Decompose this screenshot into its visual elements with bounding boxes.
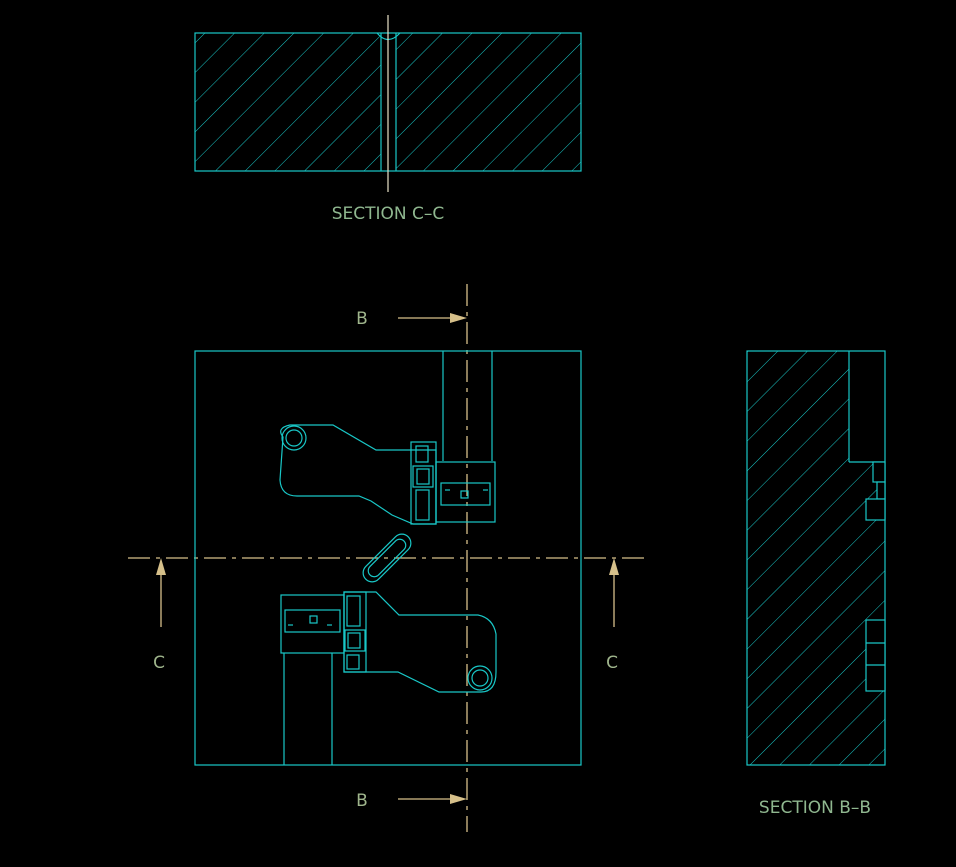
plan-view (194, 350, 582, 766)
cut-line-c (128, 557, 650, 627)
upper-insert-block (435, 461, 496, 523)
cut-c-left-arrowhead (156, 558, 166, 575)
lower-insert-block (280, 594, 345, 654)
upper-ejector-pin-inner (285, 429, 303, 447)
section-b-label: SECTION B–B (759, 798, 871, 818)
sprue-capsule (362, 533, 412, 583)
lower-ejector-pin-inner (471, 669, 489, 687)
lower-gate-slot-3 (346, 654, 360, 670)
upper-gate-slot-1 (415, 445, 429, 463)
lower-insert-core (284, 609, 341, 633)
cut-c-right-arrowhead (609, 558, 619, 575)
section-b-upper-step-2 (876, 481, 886, 500)
section-c-hatch-left (195, 33, 381, 171)
lower-cavity-part (343, 591, 497, 693)
section-b-upper-step-1 (872, 461, 886, 483)
section-b-hatch-area (747, 351, 885, 765)
upper-insert-pin (460, 490, 469, 499)
cut-c-left-label: C (153, 653, 165, 673)
lower-insert-pin (309, 615, 318, 624)
section-b-lower-insert (865, 619, 886, 692)
section-b-view (746, 350, 886, 766)
upper-gate-block (410, 441, 437, 525)
section-c-hatch-right (396, 33, 581, 171)
cut-b-top-arrowhead (450, 313, 467, 323)
sprue-capsule-inner (367, 538, 407, 578)
upper-ejector-pin-outer (281, 425, 307, 451)
plan-outline (194, 350, 582, 766)
upper-insert-core (440, 482, 491, 506)
section-c-label: SECTION C–C (332, 204, 445, 224)
sprue-capsule-outer (362, 533, 412, 583)
lower-ejector-pin-outer (467, 665, 493, 691)
lower-gate-slot-1 (346, 595, 361, 627)
cut-line-b (398, 284, 468, 832)
section-b-outline (746, 350, 886, 766)
cut-b-top-label: B (356, 309, 368, 329)
cut-c-right-label: C (606, 653, 618, 673)
cut-b-bottom-label: B (356, 791, 368, 811)
upper-gate-slot-3 (415, 489, 430, 521)
section-b-upper-step-3 (865, 498, 886, 521)
lower-gate-slot-2 (344, 629, 366, 652)
upper-gate-slot-2 (412, 465, 434, 488)
upper-gate-slot-2-inner (416, 468, 430, 485)
lower-gate-slot-2-inner (347, 632, 361, 649)
cut-b-bottom-arrowhead (450, 794, 467, 804)
section-c-view (194, 32, 582, 172)
